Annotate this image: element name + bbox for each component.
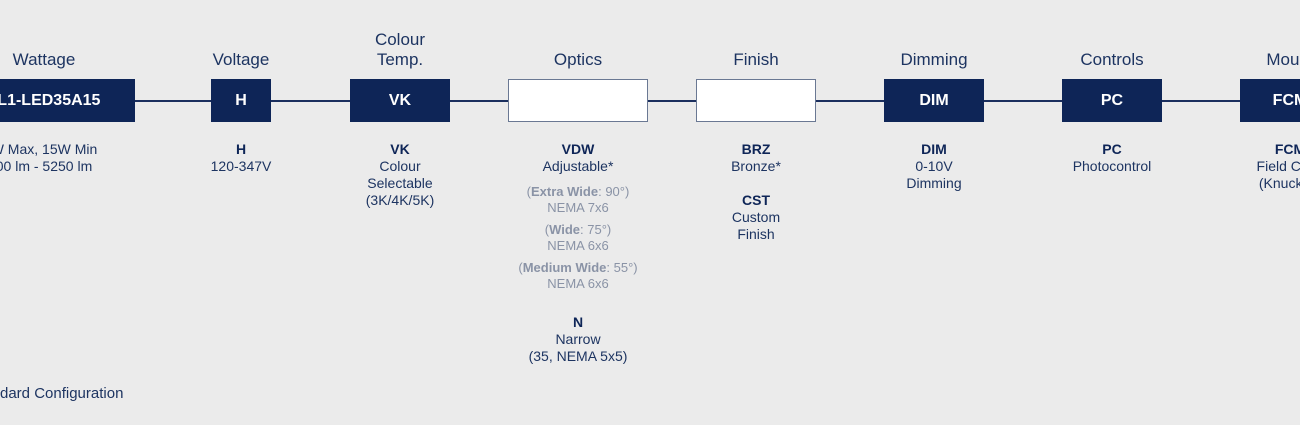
- option-code: CST: [742, 192, 770, 208]
- sub-option: (Medium Wide: 55°)NEMA 6x6: [488, 260, 668, 292]
- column-wattage: WattageFL1-LED35A15 W Max, 15W Min 00 lm …: [0, 0, 135, 425]
- sub-option-angle: (Wide: 75°): [544, 222, 612, 237]
- connector-line: [816, 100, 884, 102]
- option-code: H: [235, 141, 247, 157]
- option-description: 120-347V: [210, 158, 272, 174]
- voltage-heading: Voltage: [212, 50, 270, 69]
- option-code: N: [572, 314, 584, 330]
- footnote: dard Configuration: [0, 385, 124, 402]
- option-description: Field Conv (Knuckle /: [1256, 158, 1300, 191]
- optics-code-box[interactable]: [508, 79, 648, 122]
- connector-line: [450, 100, 508, 102]
- sub-option-angle-value: : 75°: [580, 222, 607, 237]
- sub-option-name: Medium Wide: [522, 260, 607, 275]
- connector-line: [271, 100, 350, 102]
- wattage-options: W Max, 15W Min 00 lm - 5250 lm: [0, 141, 134, 175]
- option-description: Narrow (35, NEMA 5x5): [528, 331, 628, 364]
- connector-line: [648, 100, 696, 102]
- sub-option-nema: NEMA 6x6: [547, 276, 609, 291]
- wattage-heading: Wattage: [12, 50, 76, 69]
- wattage-code-box[interactable]: FL1-LED35A15: [0, 79, 135, 122]
- option-description: Bronze*: [731, 158, 781, 174]
- colour-temp-heading: Colour Temp.: [374, 30, 426, 69]
- sub-option: (Wide: 75°)NEMA 6x6: [488, 222, 668, 254]
- connector-line: [984, 100, 1062, 102]
- sub-option-angle-value: : 55°: [606, 260, 634, 275]
- sub-option-nema: NEMA 7x6: [547, 200, 609, 215]
- finish-heading: Finish: [733, 50, 779, 69]
- option-description: Colour Selectable (3K/4K/5K): [365, 158, 435, 208]
- dimming-code-box[interactable]: DIM: [884, 79, 984, 122]
- option-description: Adjustable*: [542, 158, 614, 174]
- sub-option-angle-value: : 90°: [598, 184, 625, 199]
- sub-option-name: Extra Wide: [531, 184, 599, 199]
- option-description: Custom Finish: [731, 209, 781, 242]
- controls-code-box[interactable]: PC: [1062, 79, 1162, 122]
- sub-option-angle: (Extra Wide: 90°): [526, 184, 630, 199]
- option-code: VDW: [561, 141, 595, 157]
- sub-options: (Extra Wide: 90°)NEMA 7x6(Wide: 75°)NEMA…: [488, 184, 668, 292]
- connector-line: [1162, 100, 1240, 102]
- option-description: 0-10V Dimming: [906, 158, 962, 191]
- dimming-heading: Dimming: [900, 50, 968, 69]
- option-code: PC: [1102, 141, 1122, 157]
- option-item: W Max, 15W Min 00 lm - 5250 lm: [0, 141, 134, 175]
- option-description: Photocontrol: [1072, 158, 1152, 174]
- mount-heading: Mount: [1266, 50, 1300, 69]
- option-code: FCM: [1274, 141, 1300, 157]
- finish-code-box[interactable]: [696, 79, 816, 122]
- option-code: DIM: [921, 141, 947, 157]
- connector-line: [135, 100, 211, 102]
- sub-option-angle: (Medium Wide: 55°): [518, 260, 638, 275]
- colour-temp-code-box[interactable]: VK: [350, 79, 450, 122]
- controls-heading: Controls: [1080, 50, 1144, 69]
- voltage-code-box[interactable]: H: [211, 79, 271, 122]
- sub-option: (Extra Wide: 90°)NEMA 7x6: [488, 184, 668, 216]
- option-code: BRZ: [741, 141, 771, 157]
- sub-option-name: Wide: [549, 222, 581, 237]
- sub-option-nema: NEMA 6x6: [547, 238, 609, 253]
- option-description: W Max, 15W Min 00 lm - 5250 lm: [0, 141, 98, 174]
- option-code: VK: [390, 141, 410, 157]
- mount-code-box[interactable]: FCM: [1240, 79, 1300, 122]
- optics-heading: Optics: [553, 50, 603, 69]
- column-mount: MountFCMFCMField Conv (Knuckle /: [1200, 0, 1300, 425]
